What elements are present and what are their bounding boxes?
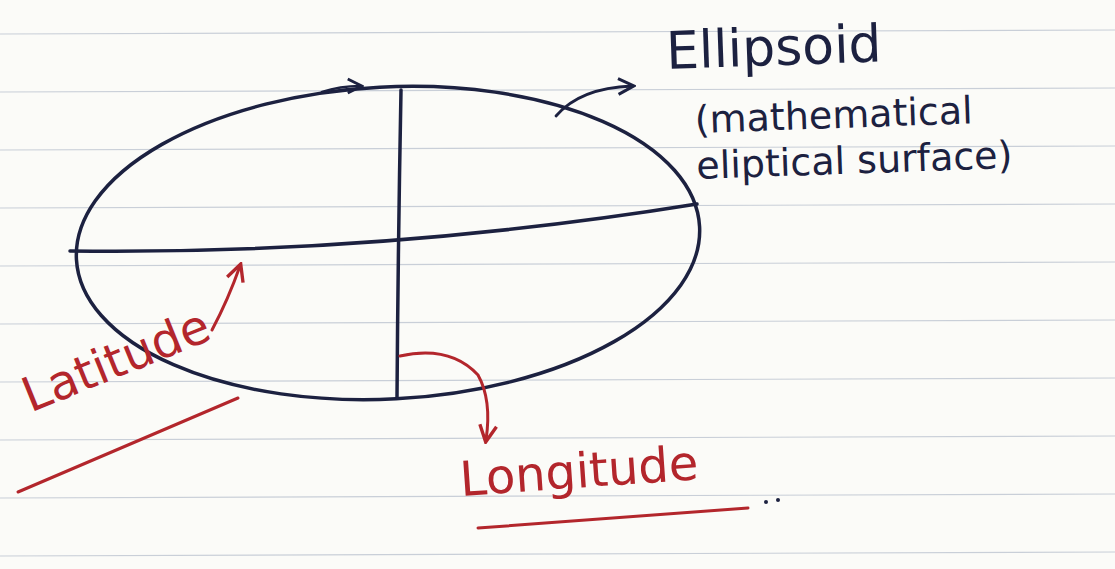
ruled-lines bbox=[0, 30, 1115, 556]
direction-arrow bbox=[322, 86, 360, 92]
longitude-underline bbox=[478, 508, 748, 528]
leader-arrow bbox=[556, 86, 632, 116]
axis-label: Latitude bbox=[14, 298, 218, 423]
axis-label: Longitude bbox=[458, 435, 700, 507]
ink-dot bbox=[764, 500, 768, 504]
longitude-arrow bbox=[400, 353, 488, 440]
longitude-line bbox=[397, 90, 401, 398]
shape-label: Ellipsoid bbox=[665, 14, 883, 81]
ink-dot bbox=[776, 498, 780, 502]
shape-note: (mathematical eliptical surface) bbox=[694, 86, 1027, 189]
latitude-line bbox=[70, 204, 697, 251]
latitude-arrow bbox=[212, 266, 240, 330]
